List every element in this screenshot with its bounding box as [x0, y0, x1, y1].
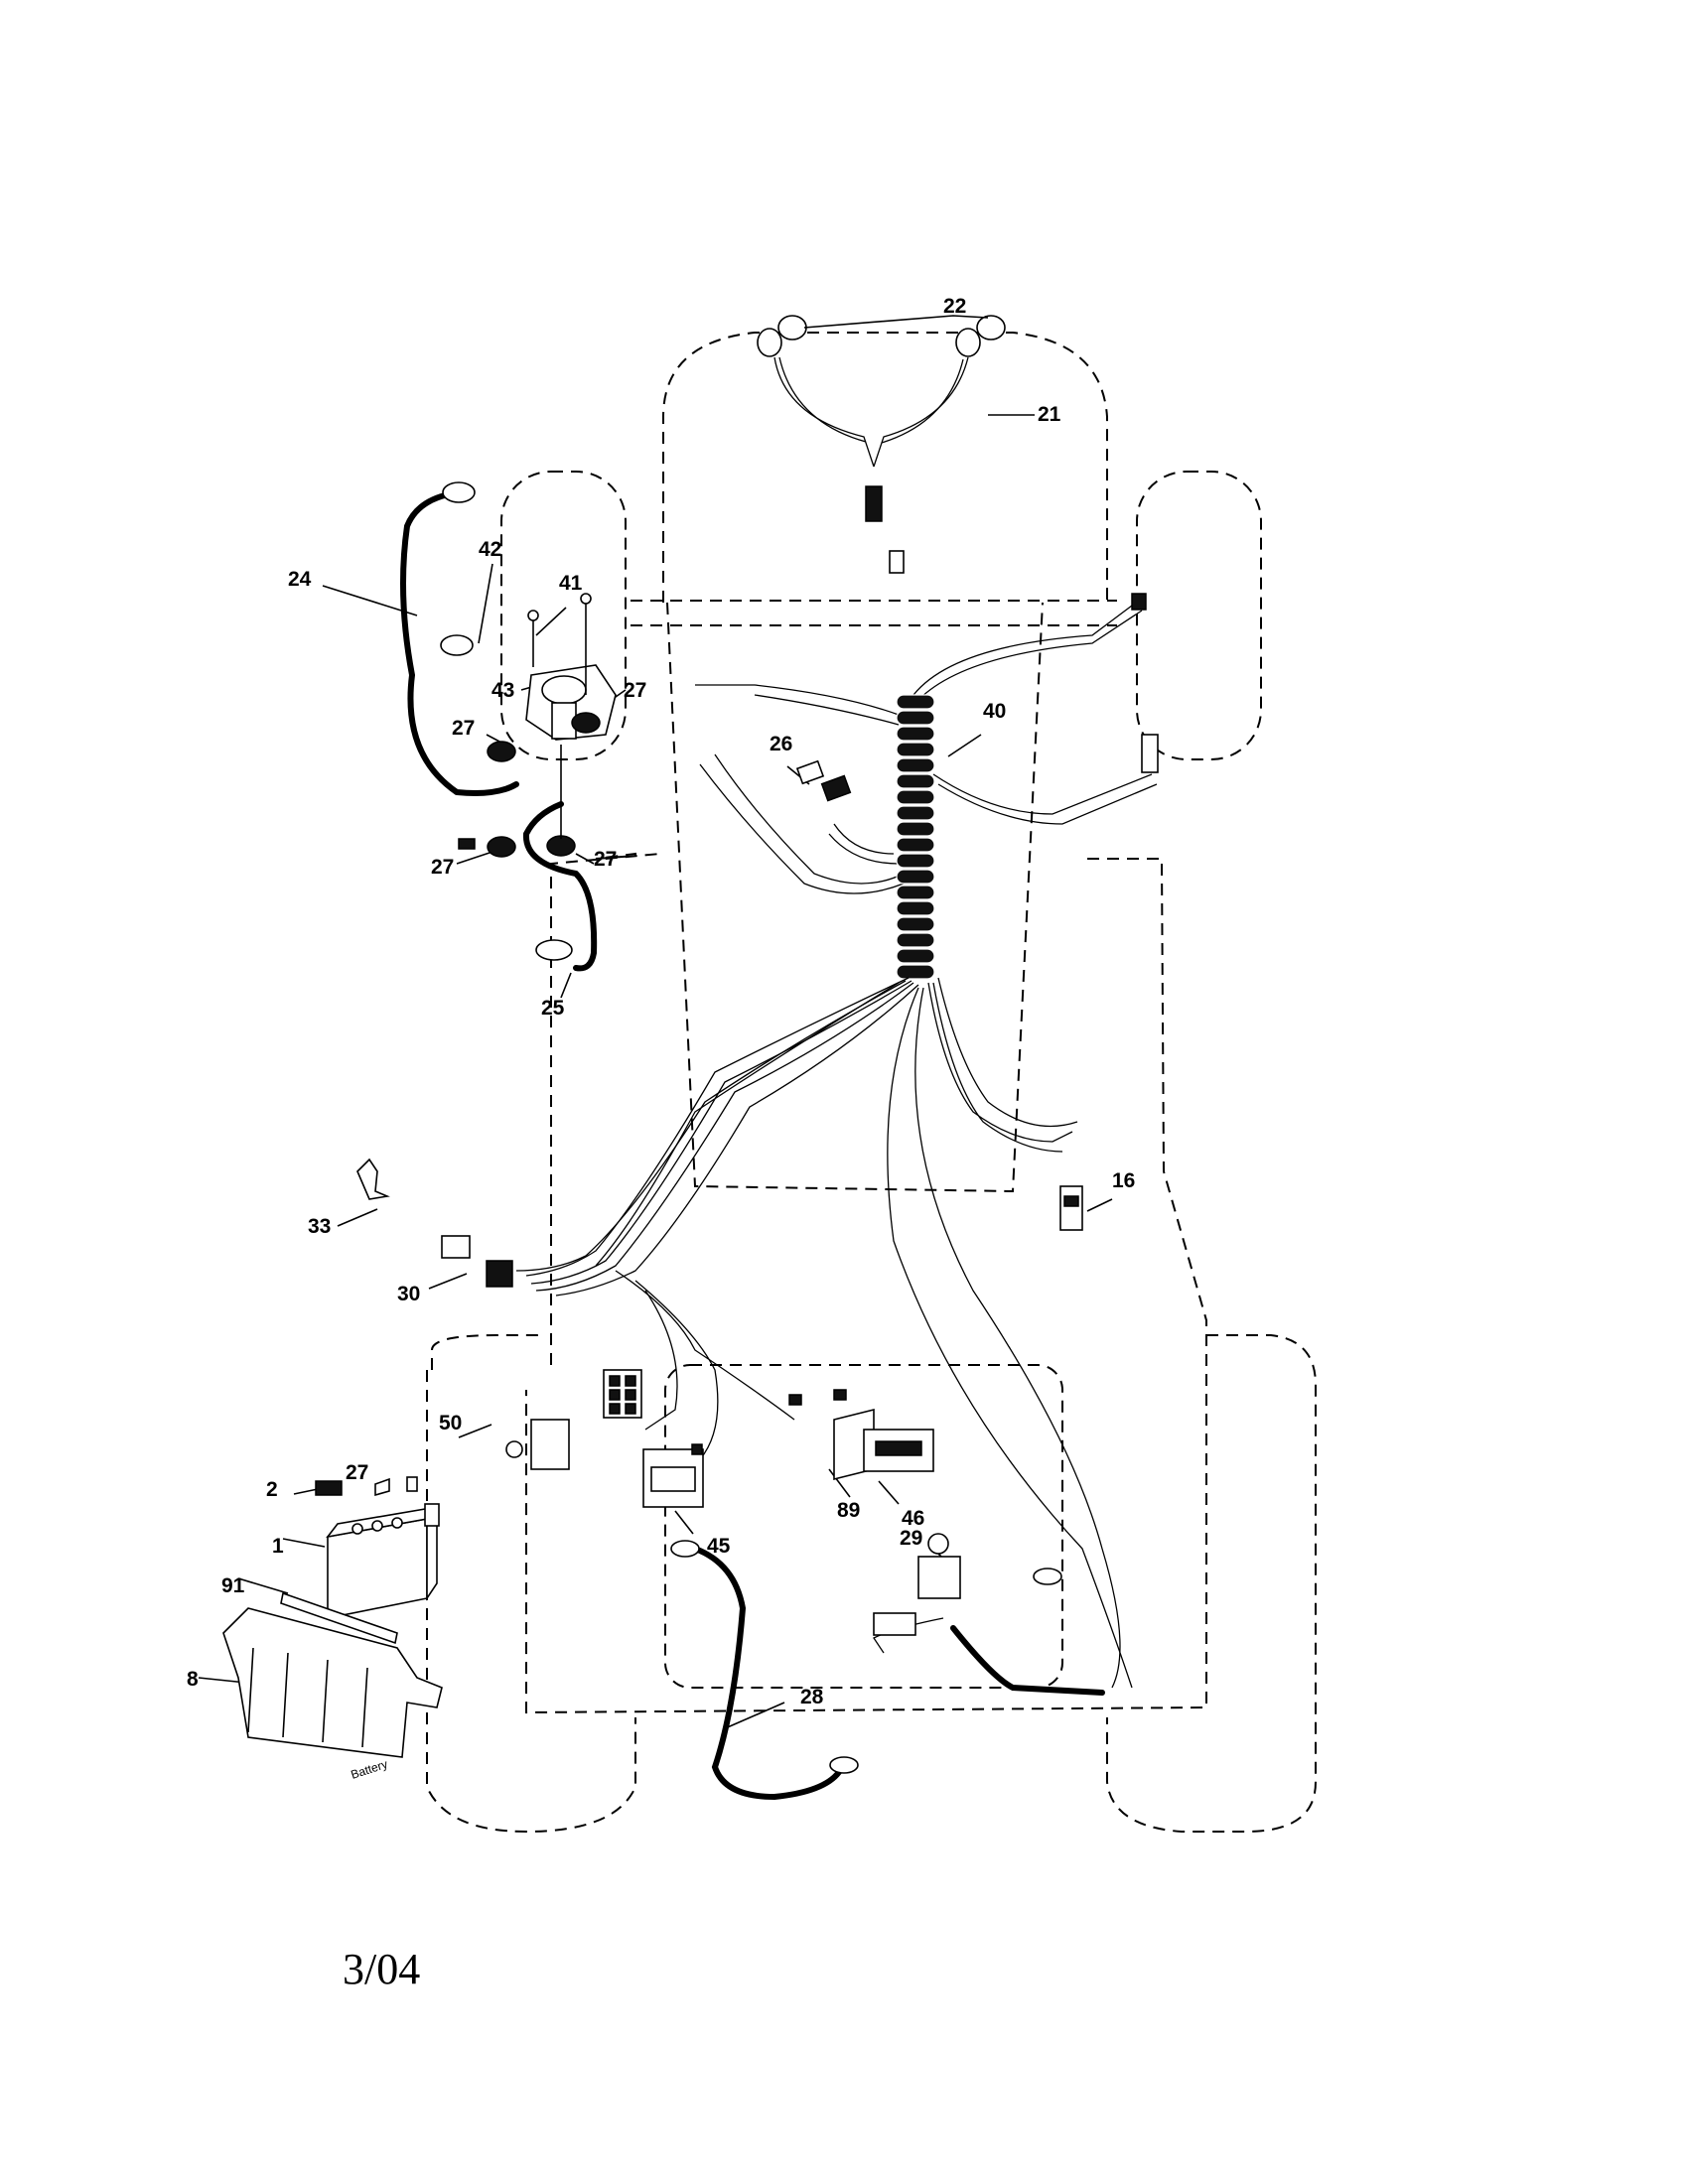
- callout-1: 1: [272, 1535, 284, 1558]
- callout-21: 21: [1038, 403, 1061, 426]
- ground-cable: [692, 1546, 842, 1801]
- callout-26: 26: [770, 733, 792, 755]
- callout-91: 91: [221, 1574, 245, 1597]
- callout-27-bottom-left: 27: [431, 856, 454, 879]
- battery-label: Battery: [350, 1757, 389, 1782]
- callout-24: 24: [288, 568, 312, 591]
- callout-89: 89: [837, 1499, 860, 1522]
- callout-41: 41: [559, 572, 583, 595]
- callout-27-bottom-right: 27: [594, 848, 617, 871]
- callouts: 22 21 24 42 41 43 27 27 27 27 40 26 25 1…: [187, 295, 1135, 1708]
- main-harness: [515, 605, 1158, 1689]
- leader-lines: [198, 315, 1113, 1730]
- callout-45: 45: [707, 1535, 731, 1558]
- callout-2: 2: [266, 1478, 278, 1501]
- callout-27-top-left: 27: [452, 717, 475, 740]
- callout-8: 8: [187, 1668, 199, 1691]
- callout-22: 22: [943, 295, 966, 318]
- callout-42: 42: [479, 538, 501, 561]
- callout-33: 33: [308, 1215, 331, 1238]
- callout-29: 29: [900, 1527, 922, 1550]
- callout-28: 28: [800, 1686, 824, 1708]
- tractor-outline: [426, 332, 1317, 1834]
- harness-connectors: [356, 593, 1159, 1696]
- solenoid-assembly: [400, 481, 617, 972]
- callout-40: 40: [983, 700, 1006, 723]
- callout-43: 43: [491, 679, 514, 702]
- battery-assembly: Battery: [222, 1476, 443, 1782]
- harness-conduit: [896, 694, 935, 980]
- callout-27-battery: 27: [346, 1461, 368, 1484]
- callout-27-top-right: 27: [624, 679, 646, 702]
- headlight-assembly: [757, 315, 1006, 574]
- callout-25: 25: [541, 997, 565, 1020]
- date-code: 3/04: [343, 1945, 420, 1993]
- callout-46: 46: [902, 1507, 924, 1530]
- callout-30: 30: [397, 1283, 420, 1305]
- callout-50: 50: [439, 1412, 462, 1434]
- callout-16: 16: [1112, 1169, 1135, 1192]
